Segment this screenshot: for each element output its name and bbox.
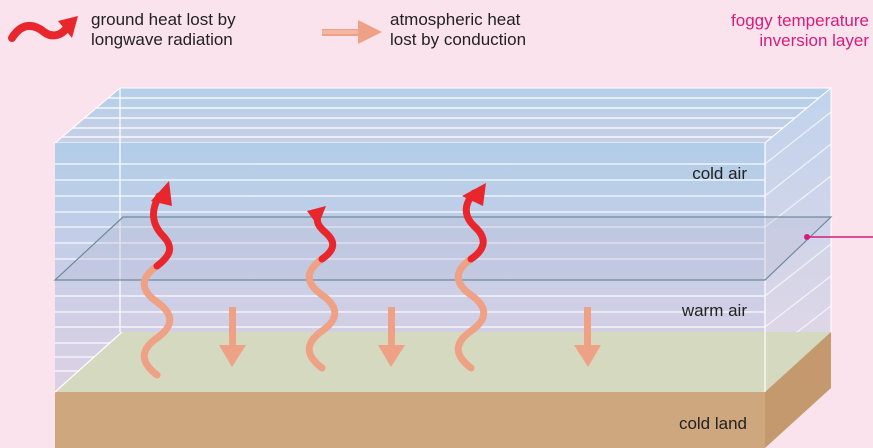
label-cold-air: cold air [692,164,747,183]
conduction-arrow-2 [378,307,405,367]
curved-red-arrow-icon [8,16,78,42]
radiation-arrow-2 [305,206,339,372]
legend-conduction-line2: lost by conduction [390,30,527,49]
callout-dot [804,234,810,240]
ground-side-face [765,332,831,448]
ground-top-surface [55,332,831,392]
legend-radiation-line2: longwave radiation [91,30,233,49]
callout-line1: foggy temperature [731,11,869,30]
conduction-arrow-3 [574,307,601,367]
callout-inversion-label: foggy temperature inversion layer [731,11,869,51]
conduction-arrow-1 [219,307,246,367]
radiation-arrow-1 [140,181,174,379]
radiation-arrow-3 [454,183,488,372]
air-box-top-face [53,87,833,144]
label-warm-air: warm air [681,301,748,320]
legend-radiation-text: ground heat lost by longwave radiation [91,10,236,50]
legend-conduction-text: atmospheric heat lost by conduction [390,10,526,50]
straight-salmon-arrow-icon [322,20,382,44]
legend-conduction-line1: atmospheric heat [390,10,521,29]
inversion-layer-plane [53,216,833,281]
label-cold-land: cold land [679,414,747,433]
air-top-stripes [62,97,819,138]
callout-line2: inversion layer [759,31,869,50]
legend-radiation-line1: ground heat lost by [91,10,236,29]
air-box-back-edges [54,88,766,393]
ground-front-face [55,392,765,448]
